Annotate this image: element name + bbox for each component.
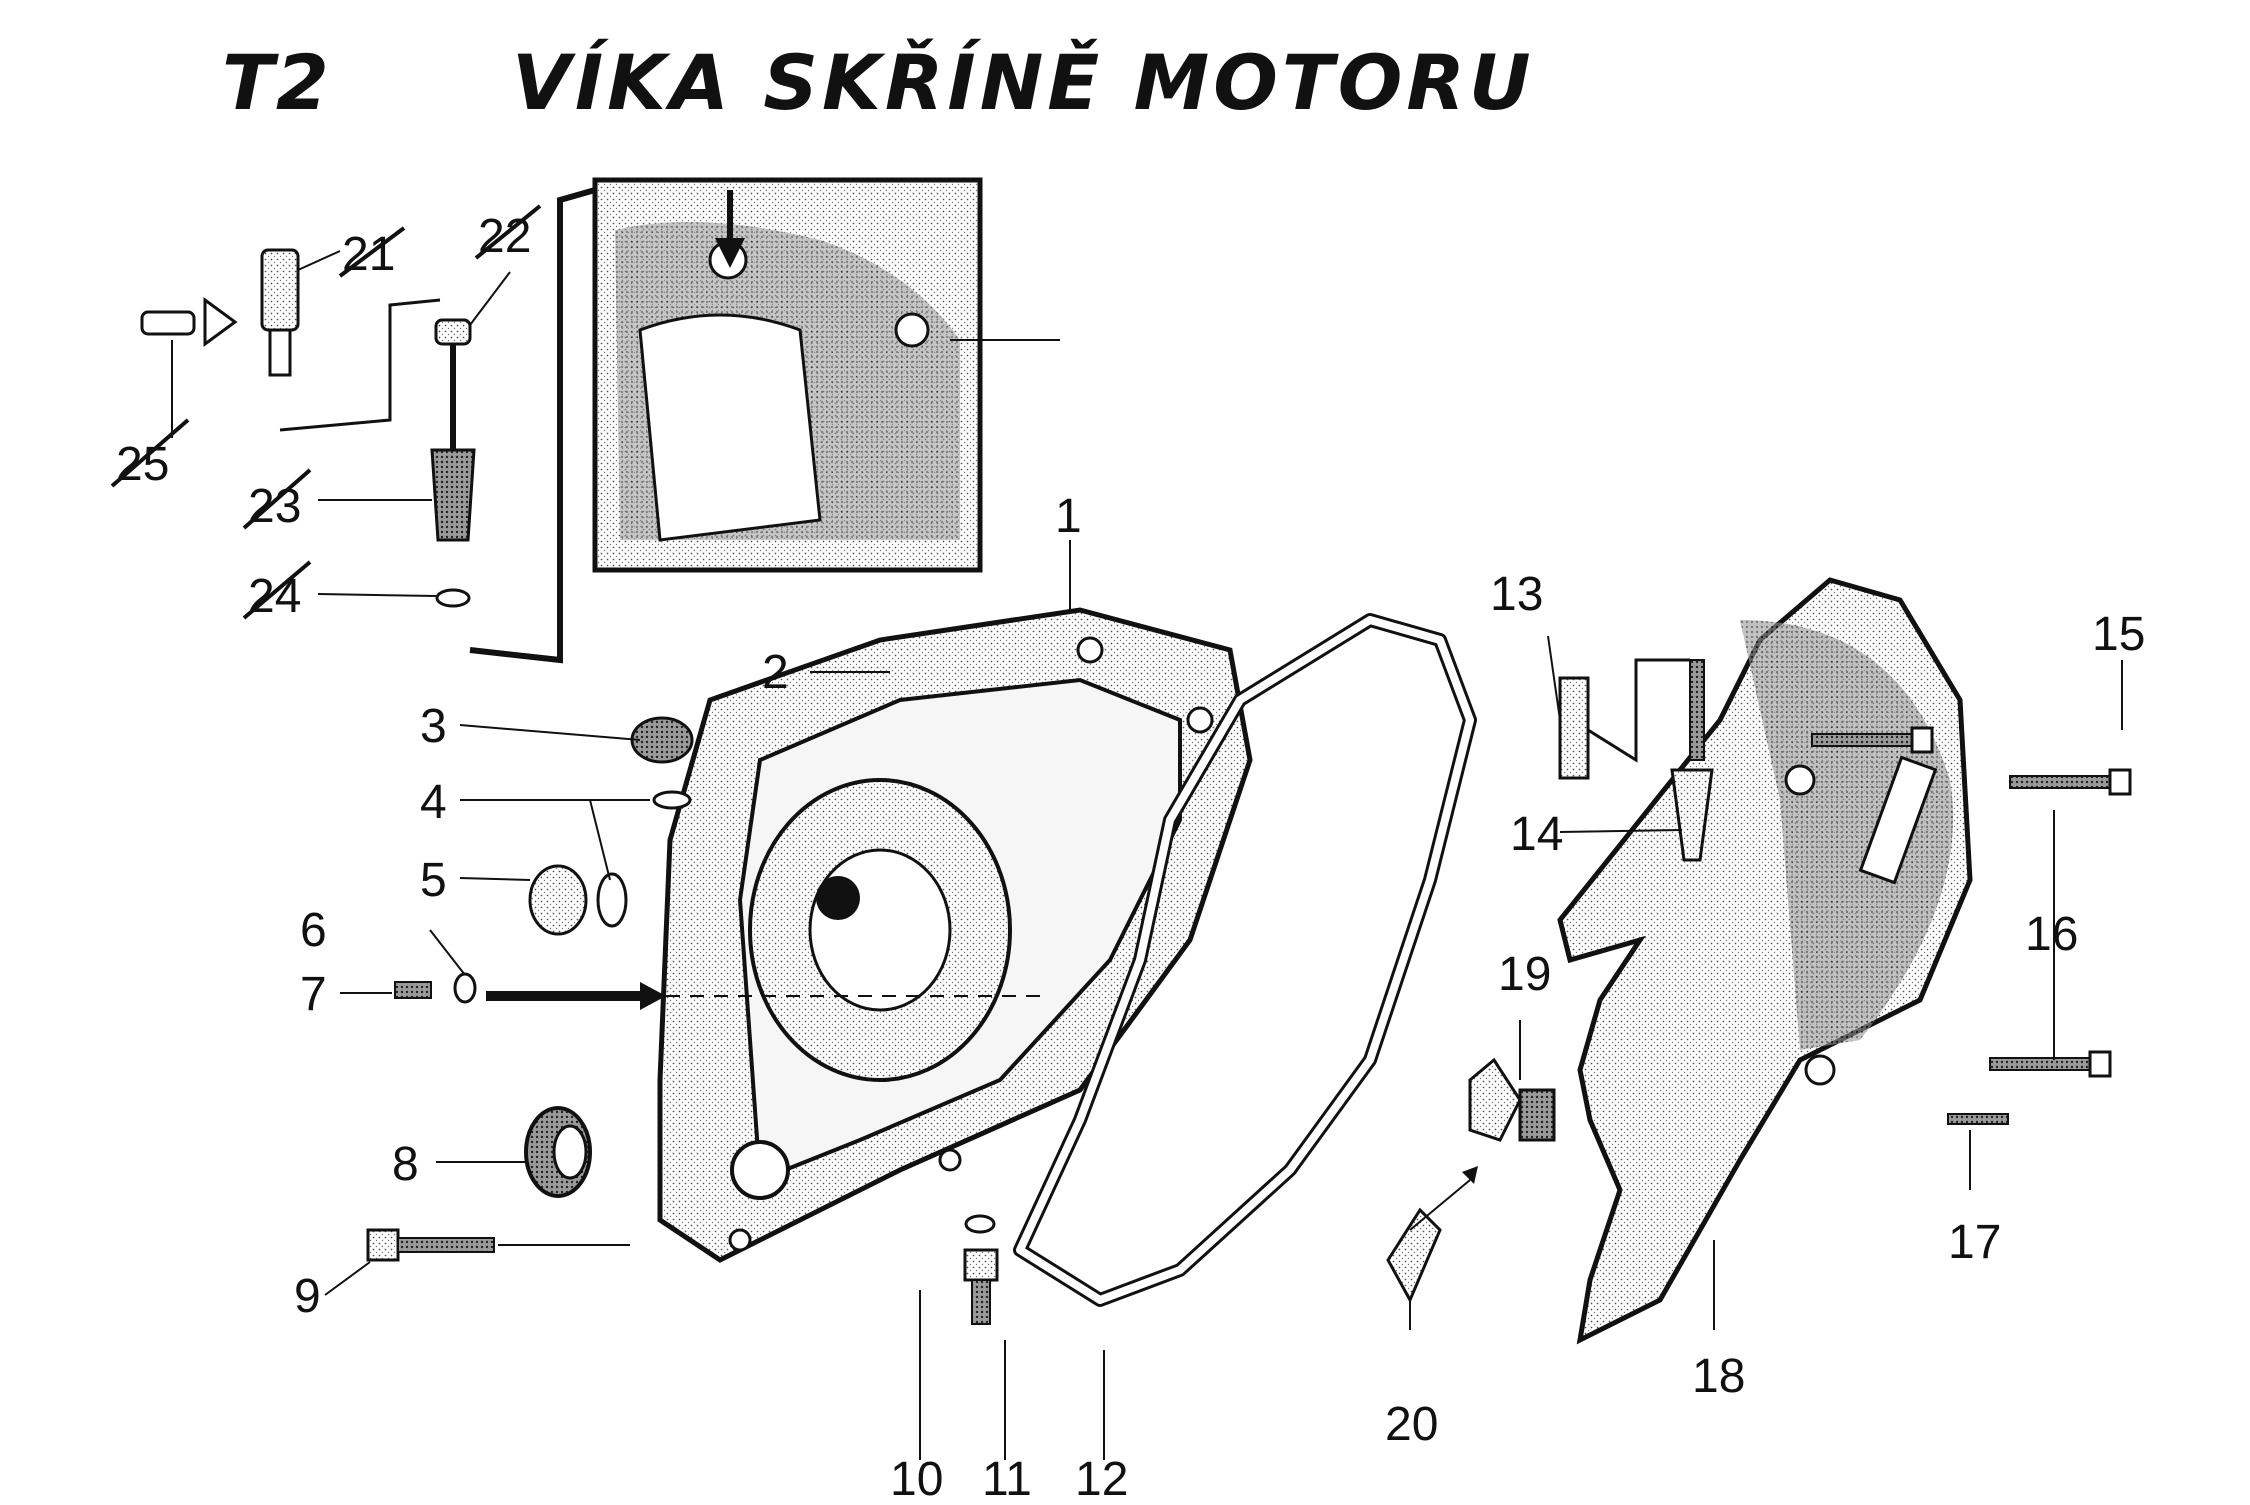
- callout-23: 23: [248, 480, 301, 533]
- callout-labels: 1 2 3 4 5 6 7 8 9 10 11 12 13 14 15 16 1…: [116, 210, 2145, 1505]
- callout-4: 4: [420, 776, 447, 829]
- callout-17: 17: [1948, 1216, 2001, 1269]
- strike-marks: [110, 204, 542, 620]
- inset-detail: [469, 177, 1060, 664]
- callout-5: 5: [420, 854, 447, 907]
- callout-3: 3: [420, 700, 447, 753]
- callout-18: 18: [1692, 1350, 1745, 1403]
- callout-20: 20: [1385, 1398, 1438, 1451]
- callout-2: 2: [762, 646, 789, 699]
- diagram-title: VÍKA SKŘÍNĚ MOTORU: [512, 38, 1535, 127]
- engine-cover: [657, 607, 1253, 1263]
- callout-25: 25: [116, 438, 169, 491]
- callout-11: 11: [982, 1453, 1032, 1500]
- small-parts: [366, 658, 2132, 1325]
- callout-15: 15: [2092, 608, 2145, 661]
- callout-9: 9: [294, 1270, 321, 1323]
- callout-12: 12: [1075, 1453, 1128, 1500]
- callout-13: 13: [1490, 568, 1543, 621]
- callout-14: 14: [1510, 808, 1563, 861]
- callout-10: 10: [890, 1453, 943, 1500]
- callout-8: 8: [392, 1138, 419, 1191]
- leader-lines: [171, 250, 2123, 1460]
- indicator-assembly: [140, 248, 476, 608]
- diagram-code: T2: [222, 38, 331, 127]
- callout-7: 7: [300, 968, 327, 1021]
- outer-cover: [1557, 577, 1973, 1345]
- callout-1: 1: [1055, 490, 1082, 543]
- callout-19: 19: [1498, 948, 1551, 1001]
- callout-16: 16: [2025, 908, 2078, 961]
- callout-6: 6: [300, 904, 327, 957]
